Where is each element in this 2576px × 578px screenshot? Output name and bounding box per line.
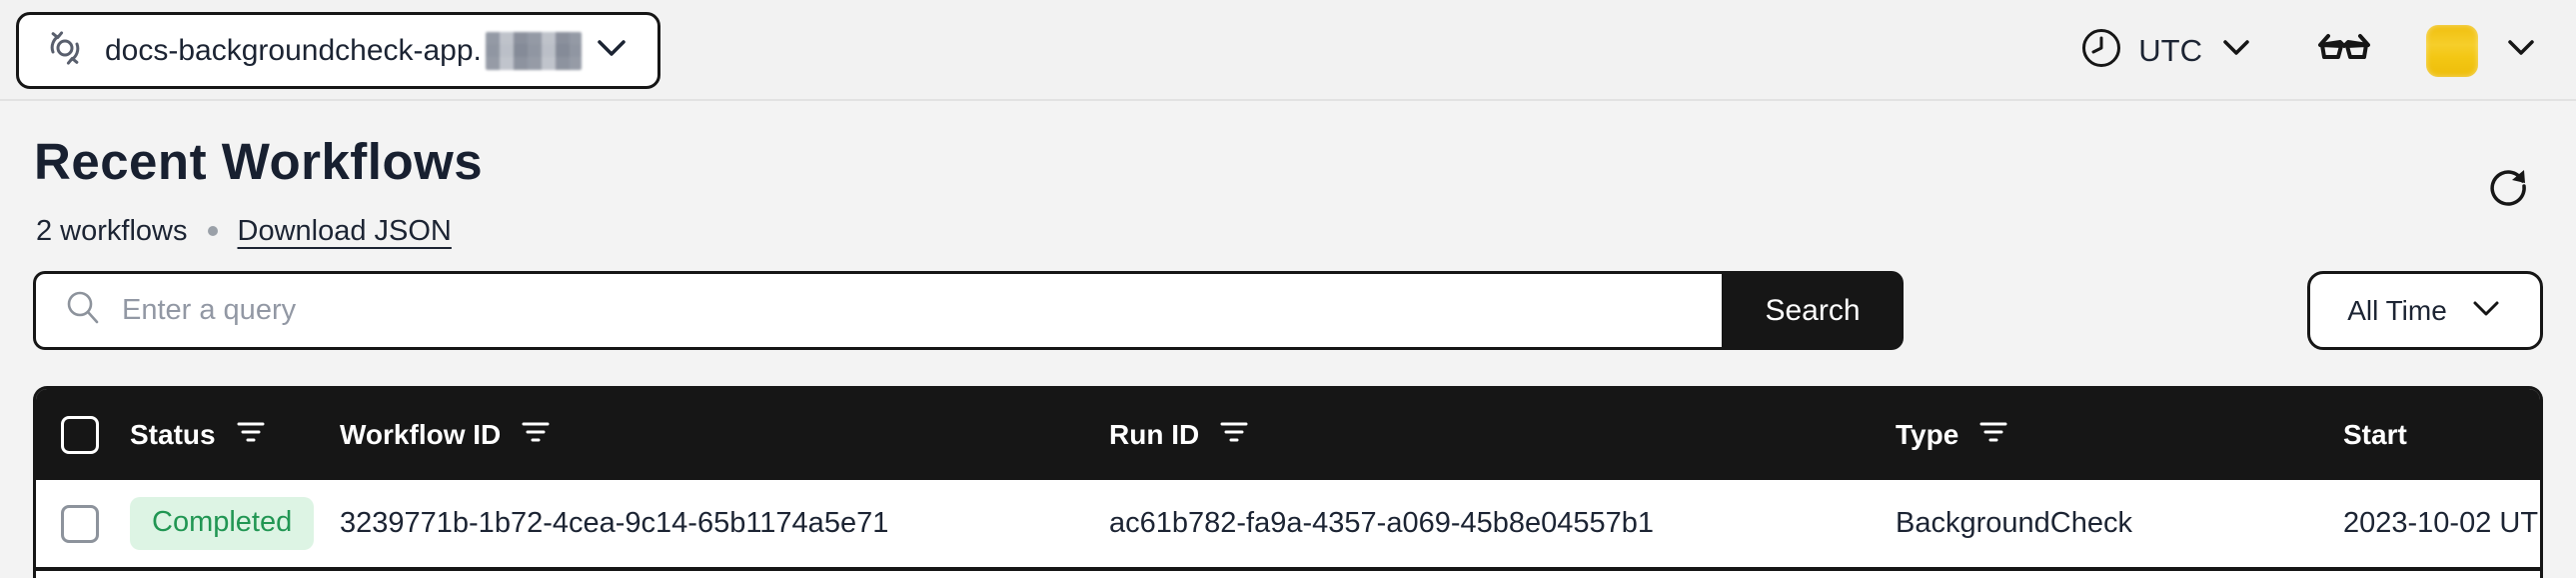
type-cell: BackgroundCheck xyxy=(1896,507,2343,540)
filter-icon[interactable] xyxy=(236,416,266,453)
column-header-run-id: Run ID xyxy=(1109,416,1896,453)
top-navigation-bar: docs-backgroundcheck-app. UTC xyxy=(0,0,2576,101)
filter-icon[interactable] xyxy=(1219,416,1249,453)
avatar xyxy=(2426,24,2478,77)
select-all-checkbox[interactable] xyxy=(61,415,99,454)
status-cell: Completed xyxy=(130,497,340,550)
timezone-selector[interactable]: UTC xyxy=(2080,27,2254,74)
run-id-cell: ac61b782-fa9a-4357-a069-45b8e04557b1 xyxy=(1109,507,1896,540)
clock-icon xyxy=(2080,27,2122,74)
page-title: Recent Workflows xyxy=(34,133,484,190)
query-input[interactable] xyxy=(122,294,1722,327)
run-id-link[interactable]: ac61b782-fa9a-4357-a069-45b8e04557b1 xyxy=(1109,507,1655,539)
workflow-count: 2 workflows xyxy=(36,214,188,247)
row-checkbox-cell xyxy=(36,504,130,543)
start-time: 2023-10-02 UT xyxy=(2343,507,2539,539)
workflow-id-cell: 3239771b-1b72-4cea-9c14-65b1174a5e71 xyxy=(340,507,1109,540)
namespace-selector[interactable]: docs-backgroundcheck-app. xyxy=(16,12,660,89)
namespace-label: docs-backgroundcheck-app. xyxy=(105,33,482,67)
status-badge: Completed xyxy=(130,497,315,550)
search-button[interactable]: Search xyxy=(1722,271,1904,350)
header-checkbox-cell xyxy=(36,415,130,454)
time-range-label: All Time xyxy=(2347,294,2447,326)
column-header-type: Type xyxy=(1896,416,2343,453)
namespace-sync-icon xyxy=(43,26,87,75)
topbar-right-controls: UTC xyxy=(2080,0,2540,101)
workflow-search-bar: Search xyxy=(33,271,1904,350)
column-header-status: Status xyxy=(130,416,340,453)
dot-separator xyxy=(207,226,218,236)
filter-icon[interactable] xyxy=(521,416,551,453)
row-checkbox[interactable] xyxy=(61,504,99,543)
glasses-labs-icon xyxy=(2316,29,2372,72)
filter-icon[interactable] xyxy=(1978,416,2008,453)
namespace-redacted-text xyxy=(485,31,582,70)
chevron-down-icon xyxy=(2469,295,2503,327)
table-row: Completed 3239771b-1b72-4cea-9c14-65b117… xyxy=(36,480,2540,571)
workflow-type-link[interactable]: BackgroundCheck xyxy=(1896,507,2132,539)
timezone-label: UTC xyxy=(2138,32,2202,68)
column-header-workflow-id: Workflow ID xyxy=(340,416,1109,453)
user-menu[interactable] xyxy=(2426,24,2540,77)
time-range-filter[interactable]: All Time xyxy=(2307,271,2543,350)
table-header-row: Status Workflow ID Run ID xyxy=(36,389,2540,480)
refresh-icon xyxy=(2484,162,2532,215)
workflow-id-link[interactable]: 3239771b-1b72-4cea-9c14-65b1174a5e71 xyxy=(340,507,889,539)
refresh-button[interactable] xyxy=(2484,162,2532,215)
chevron-down-icon xyxy=(592,36,632,65)
workflow-count-line: 2 workflows Download JSON xyxy=(36,214,452,248)
labs-mode-toggle[interactable] xyxy=(2316,29,2372,72)
search-icon xyxy=(64,289,102,332)
table-row-partial xyxy=(36,571,2540,578)
workflows-table: Status Workflow ID Run ID xyxy=(33,386,2543,578)
chevron-down-icon xyxy=(2502,36,2540,65)
download-json-link[interactable]: Download JSON xyxy=(237,214,452,247)
search-input-container xyxy=(33,271,1722,350)
start-cell: 2023-10-02 UT xyxy=(2343,507,2540,540)
chevron-down-icon xyxy=(2218,37,2254,64)
column-header-start: Start xyxy=(2343,418,2407,450)
